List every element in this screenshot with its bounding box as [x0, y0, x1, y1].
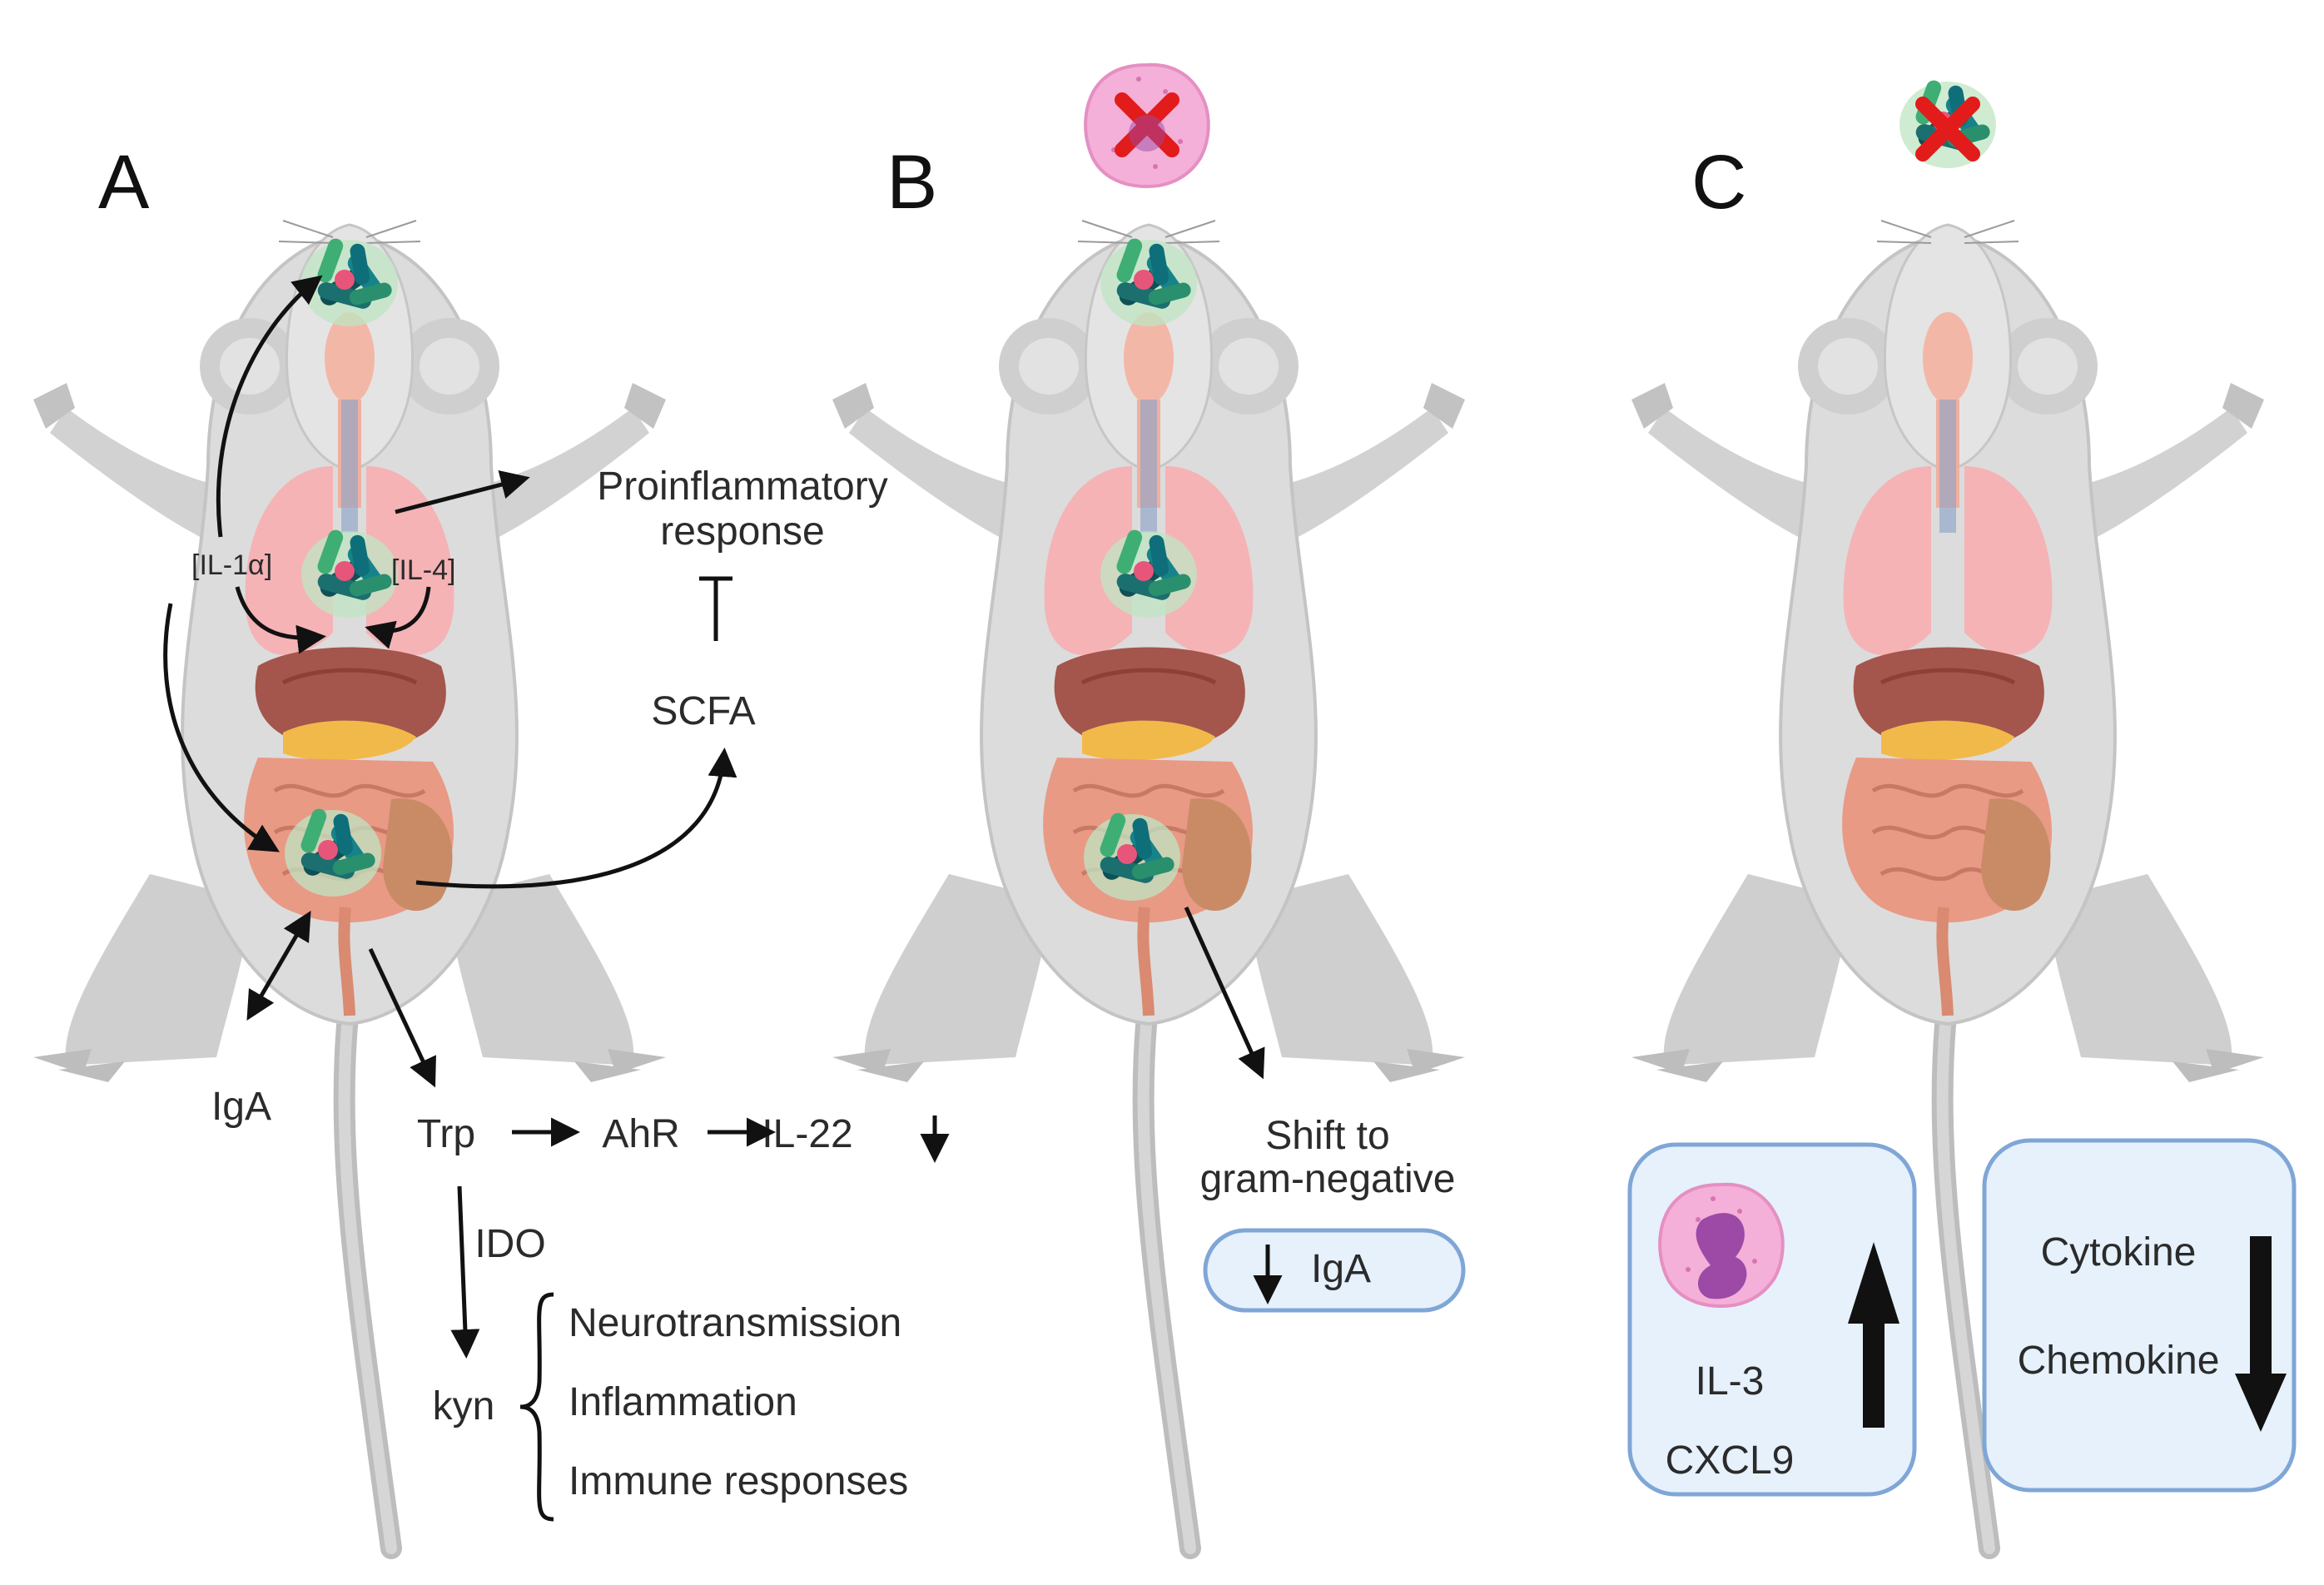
il1a-label: [IL-1α]	[191, 549, 272, 581]
outcome-inflammation: Inflammation	[569, 1380, 797, 1424]
cross-c-icon	[1915, 97, 1980, 161]
kyn-label: kyn	[433, 1384, 495, 1428]
panel-c-label: C	[1691, 140, 1746, 225]
panel-a: A [IL-1α] [IL-4] Proinflammatory respons…	[33, 140, 950, 1548]
shift-arrow	[1184, 906, 1265, 1080]
scfa-label: SCFA	[651, 689, 755, 733]
cytokine-box-c	[1982, 1138, 2297, 1493]
shift-label-line2: gram-negative	[1200, 1157, 1456, 1201]
proinflammatory-label-line1: Proinflammatory	[597, 465, 887, 509]
cytokine-label: Cytokine	[2041, 1230, 2197, 1274]
panel-a-label: A	[98, 140, 150, 225]
up-arrow-icon	[1848, 1242, 1899, 1428]
outcome-immune-responses: Immune responses	[569, 1459, 908, 1503]
trp-label: Trp	[417, 1112, 475, 1156]
il22-label: IL-22	[762, 1112, 852, 1156]
ahr-label: AhR	[602, 1112, 679, 1156]
panel-b: B Shift to gram-negative IgA	[832, 62, 1465, 1548]
cxcl9-label: CXCL9	[1666, 1438, 1795, 1483]
panel-c: C IL-3 CXCL9 Cytokine Chemokine	[1630, 78, 2297, 1548]
down-arrow-icon	[2250, 1236, 2272, 1378]
ido-label: IDO	[474, 1222, 545, 1266]
proinflammatory-label-line2: response	[660, 509, 824, 554]
panel-a-arrows	[163, 275, 950, 1522]
iga-label-a: IgA	[211, 1085, 271, 1129]
il4-label: [IL-4]	[391, 554, 455, 586]
shift-label-line1: Shift to	[1265, 1114, 1389, 1158]
panel-b-label: B	[886, 140, 937, 225]
chemokine-label: Chemokine	[2018, 1339, 2220, 1383]
iga-label-b: IgA	[1311, 1247, 1371, 1291]
outcome-neurotransmission: Neurotransmission	[569, 1301, 901, 1345]
il3-label: IL-3	[1696, 1359, 1765, 1404]
